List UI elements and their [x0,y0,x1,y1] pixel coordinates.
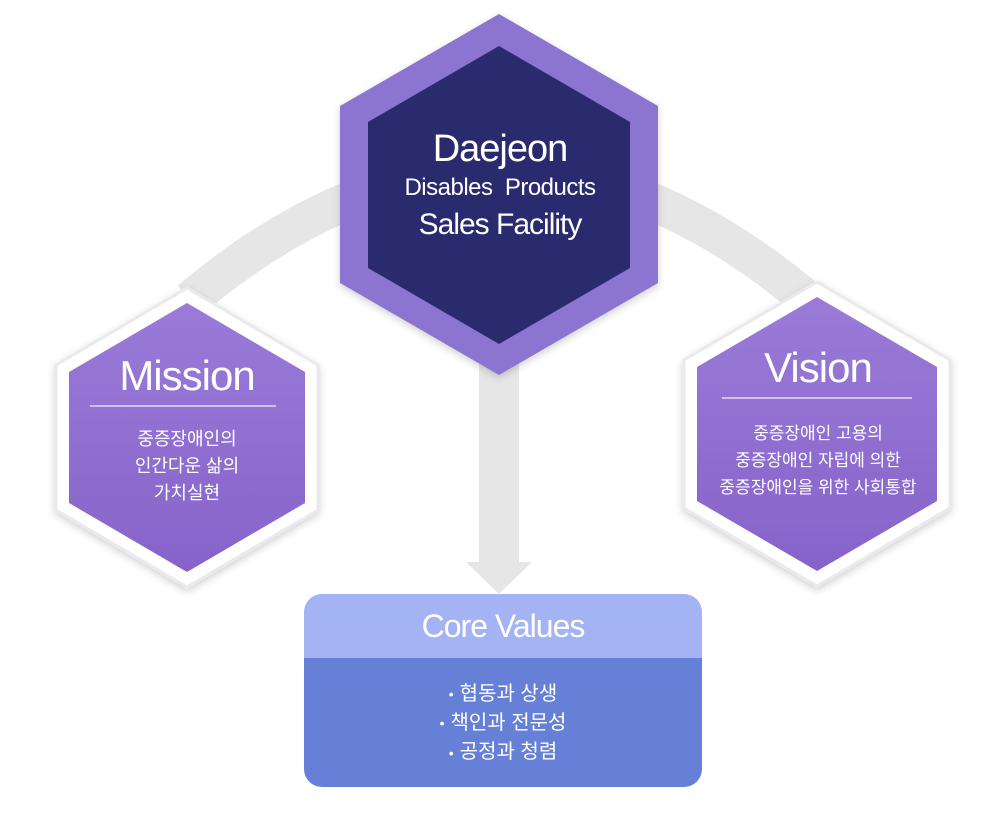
vision-line: 중증장애인 고용의 [753,424,883,443]
core-value-item: 협동과 상생 [459,683,558,705]
mission-divider [90,405,276,407]
center-subtitle-line2: Sales Facility [418,208,583,241]
vision-line: 중증장애인을 위한 사회통합 [719,478,917,497]
list-item: • 책인과 전문성 [304,709,702,738]
center-title: Daejeon [432,128,569,170]
core-values-list: • 협동과 상생 • 책인과 전문성 • 공정과 청렴 [304,680,702,768]
core-values-header [304,594,702,658]
vision-title: Vision [764,344,873,391]
bullet-icon: • [439,715,445,732]
vision-divider [722,397,912,399]
mission-line: 중증장애인의 [137,429,237,449]
center-subtitle-line1: Disables Products [404,174,596,201]
mission-hexagon [54,286,320,589]
mission-title: Mission [119,352,255,399]
mission-description: 중증장애인의 인간다운 삶의 가치실현 [62,426,312,507]
core-value-item: 책인과 전문성 [450,712,567,735]
list-item: • 협동과 상생 [304,680,702,709]
core-values-body [304,658,702,787]
bullet-icon: • [448,744,454,761]
vision-description: 중증장애인 고용의 중증장애인 자립에 의한 중증장애인을 위한 사회통합 [688,420,948,501]
mission-line: 인간다운 삶의 [134,456,240,476]
vision-line: 중증장애인 자립에 의한 [735,451,901,470]
list-item: • 공정과 청렴 [304,738,702,767]
vision-hexagon [682,280,952,588]
bullet-icon: • [448,686,454,703]
center-hexagon [340,14,658,375]
core-values-title: Core Values [421,608,586,644]
core-value-item: 공정과 청렴 [459,741,558,764]
mission-line: 가치실현 [153,483,221,503]
